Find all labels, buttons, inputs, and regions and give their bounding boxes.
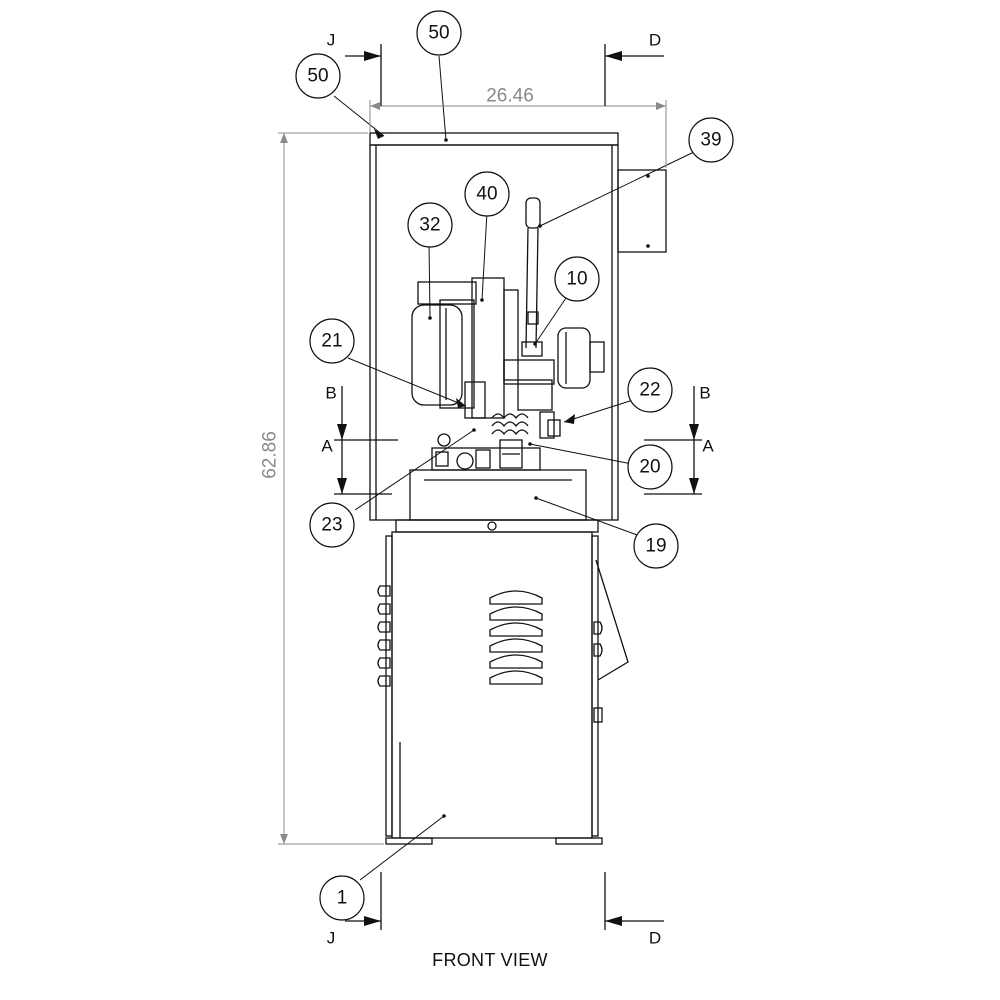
dimension-arrows (280, 102, 666, 844)
section-label-a-left: A (321, 437, 333, 456)
balloon-50-top: 50 (428, 23, 449, 44)
section-label-d-bottom: D (649, 929, 661, 948)
view-title: FRONT VIEW (432, 950, 548, 970)
vise-assembly (431, 411, 561, 471)
balloon-20: 20 (639, 457, 660, 478)
balloon-1: 1 (337, 888, 348, 909)
section-label-b-left: B (325, 384, 336, 403)
balloon-22: 22 (639, 380, 660, 401)
balloon-circles (295, 10, 734, 921)
balloon-19: 19 (645, 536, 666, 557)
section-arrows (337, 51, 699, 926)
blade-guard (464, 277, 505, 419)
balloon-50-left: 50 (307, 66, 328, 87)
section-label-a-right: A (702, 437, 714, 456)
cutting-arm (503, 289, 605, 411)
motor (411, 281, 477, 409)
section-label-b-right: B (699, 384, 710, 403)
lower-stand (377, 531, 629, 845)
leader-lines (333, 55, 695, 881)
dimension-width-label: 26.46 (486, 86, 534, 107)
dimension-height-label: 62.86 (260, 431, 281, 479)
balloon-40: 40 (476, 184, 497, 205)
balloon-32: 32 (419, 215, 440, 236)
base-plate (395, 469, 599, 533)
balloon-23: 23 (321, 515, 342, 536)
balloon-21: 21 (321, 331, 342, 352)
leader-dots (374, 129, 650, 818)
dimension-lines (278, 100, 667, 845)
balloon-39: 39 (700, 130, 721, 151)
section-label-j-top: J (327, 31, 336, 50)
balloon-10: 10 (566, 269, 587, 290)
handle-lever (521, 197, 543, 357)
section-label-j-bottom: J (327, 929, 336, 948)
section-label-d-top: D (649, 31, 661, 50)
